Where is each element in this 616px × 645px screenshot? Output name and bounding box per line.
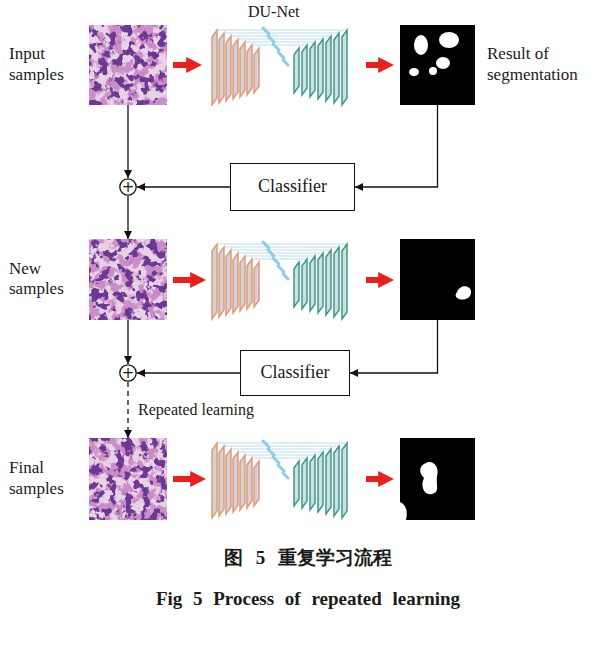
- feedback-wire: [350, 320, 438, 373]
- figure-caption: 图 5 重复学习流程: [0, 545, 616, 571]
- connector-arrow: [127, 196, 128, 239]
- segmentation-mask: [400, 438, 475, 520]
- connector-arrow: [127, 320, 128, 364]
- result-image: Result of segmentation: [400, 25, 475, 105]
- segmentation-mask: [400, 239, 475, 320]
- sum-junction: +: [119, 364, 137, 382]
- node-text: +: [122, 178, 135, 196]
- connector-arrow: [137, 186, 230, 187]
- sample-image: New samples: [89, 239, 167, 320]
- node-heading: Final samples: [9, 458, 81, 499]
- segmentation-mask: [400, 25, 475, 105]
- flow-arrow: [173, 476, 195, 482]
- unet-illustration: [212, 441, 347, 518]
- flow-arrow: [366, 277, 383, 283]
- sample-image: Final samples: [89, 438, 167, 520]
- unet-illustration: [212, 28, 347, 105]
- node-heading: Result of segmentation: [487, 44, 605, 85]
- unet-illustration: [212, 242, 347, 319]
- edge-label: Repeated learning: [138, 401, 254, 419]
- node-text: Classifier: [258, 176, 327, 198]
- sum-junction: +: [119, 178, 137, 196]
- process-box: Classifier: [230, 163, 355, 211]
- network-block: DU-Net: [208, 25, 360, 105]
- node-text: +: [122, 364, 135, 382]
- node-text: Classifier: [261, 362, 330, 384]
- flow-arrow: [173, 277, 195, 283]
- sample-image: Input samples: [89, 25, 167, 105]
- process-box: Classifier: [240, 350, 350, 396]
- node-heading: DU-Net: [248, 2, 300, 22]
- connector-arrow: [137, 372, 240, 373]
- connector-arrow: [127, 382, 128, 438]
- node-heading: New samples: [9, 259, 81, 300]
- flow-arrow: [366, 62, 383, 68]
- connector-arrow: [127, 105, 128, 178]
- figure-caption-english: Fig 5 Process of repeated learning: [0, 588, 616, 610]
- flow-arrow: [366, 476, 383, 482]
- histology-tile: [89, 25, 167, 105]
- histology-tile: [89, 438, 167, 520]
- connector-arrow: [355, 105, 438, 187]
- histology-tile: [89, 239, 167, 320]
- flow-arrow: [173, 62, 191, 68]
- node-heading: Input samples: [9, 44, 81, 85]
